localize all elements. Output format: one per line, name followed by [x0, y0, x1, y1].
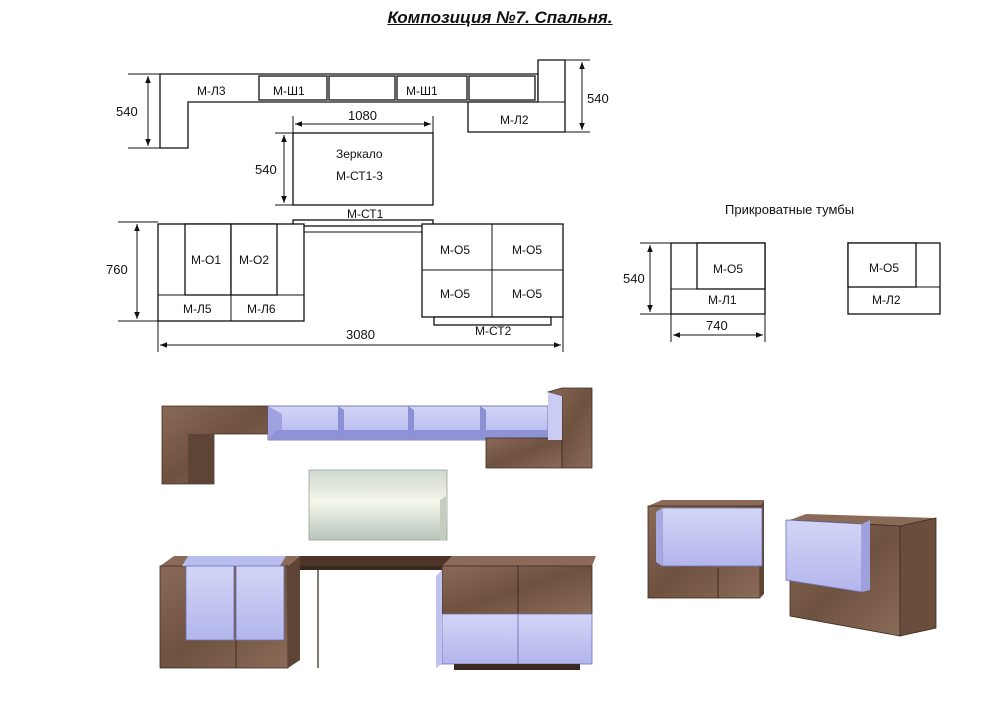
wall-shelf-elevation: М-Л3 М-Ш1 М-Ш1 М-Л2 540 540: [116, 59, 609, 149]
label-m-st2: М-СТ2: [475, 324, 512, 338]
dim-cabinet-height: 760: [106, 262, 128, 277]
base-cabinets-elevation: М-СТ1 М-О1 М-О2 М-Л5 М-Л6 М-О5 М-О5 М-О5…: [106, 207, 564, 352]
label-m-o5-d: М-О5: [512, 287, 542, 301]
render-bedside-tables: [647, 500, 937, 637]
label-m-l5: М-Л5: [183, 302, 212, 316]
dim-bedside-height: 540: [623, 271, 645, 286]
label-m-o5-a: М-О5: [440, 243, 470, 257]
label-bs2-m-o5: М-О5: [869, 261, 899, 275]
label-m-o5-c: М-О5: [440, 287, 470, 301]
render-mirror: [308, 469, 448, 541]
label-bs2-m-l2: М-Л2: [872, 293, 901, 307]
dim-shelf-height-right: 540: [587, 91, 609, 106]
label-m-l6: М-Л6: [247, 302, 276, 316]
label-m-o1: М-О1: [191, 253, 221, 267]
label-mirror: Зеркало: [336, 147, 383, 161]
label-m-sh1-right: М-Ш1: [406, 84, 438, 98]
label-m-sh1-left: М-Ш1: [273, 84, 305, 98]
label-m-st1-3: М-СТ1-3: [336, 169, 383, 183]
label-bs1-m-o5: М-О5: [713, 262, 743, 276]
dim-mirror-height: 540: [255, 162, 277, 177]
label-m-l2-top: М-Л2: [500, 113, 529, 127]
label-m-l3: М-Л3: [197, 84, 226, 98]
dim-bedside-width: 740: [706, 318, 728, 333]
bedside-title: Прикроватные тумбы: [725, 202, 854, 217]
dim-mirror-width: 1080: [348, 108, 377, 123]
label-m-o5-b: М-О5: [512, 243, 542, 257]
dim-shelf-height: 540: [116, 104, 138, 119]
label-m-st1: М-СТ1: [347, 207, 384, 221]
bedside-elevation: Прикроватные тумбы М-О5 М-Л1 540 740 М-О…: [623, 202, 941, 342]
mirror-elevation: Зеркало М-СТ1-3 1080 540: [255, 108, 434, 206]
label-m-o2: М-О2: [239, 253, 269, 267]
render-base-cabinets: [159, 556, 596, 670]
label-bs1-m-l1: М-Л1: [708, 293, 737, 307]
render-wall-shelf: [161, 387, 593, 485]
dim-total-width: 3080: [346, 327, 375, 342]
page-title: Композиция №7. Спальня.: [387, 8, 613, 27]
